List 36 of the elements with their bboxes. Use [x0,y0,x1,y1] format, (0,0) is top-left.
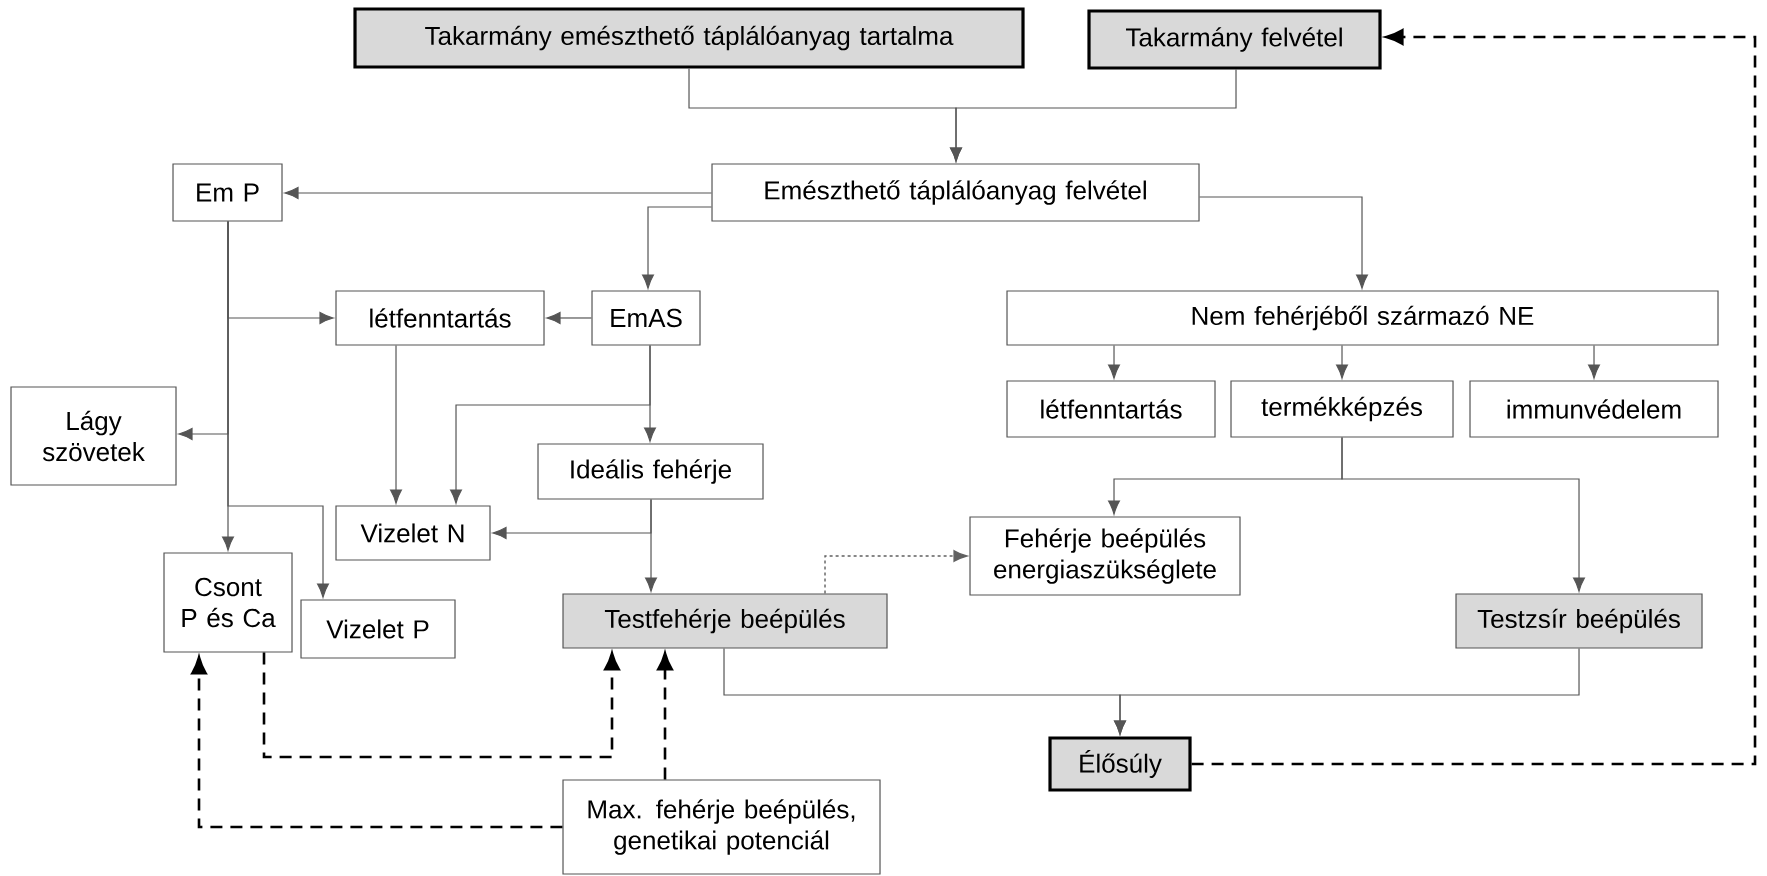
process-box: Takarmány felvétel [1087,9,1382,70]
process-box: Vizelet N [335,505,491,561]
arrow [1108,345,1120,379]
arrow [1199,196,1368,289]
process-box: Em P [172,163,283,222]
arrow [1191,29,1757,766]
arrow [1588,345,1600,379]
process-box: Élősúly [1048,736,1192,792]
process-box: Vizelet P [300,599,456,659]
arrow [1336,345,1348,379]
process-box: Fehérje beépülés energiaszükséglete [969,516,1241,596]
process-box: létfenntartás [1006,380,1216,438]
process-box: EmAS [591,290,701,346]
arrow [284,187,712,199]
process-box: immunvédelem [1469,380,1719,438]
process-box: Testzsír beépülés [1455,593,1703,649]
arrow [546,311,592,324]
process-box: Emészthető táplálóanyag felvétel [711,163,1200,222]
process-box: Max. fehérje beépülés, genetikai potenciál [562,779,881,875]
arrow [824,550,968,595]
process-box: Ideális fehérje [537,443,764,500]
process-box: Takarmány emészthető táplálóanyag tartalma [353,7,1025,69]
arrow [227,221,330,598]
arrow [645,499,657,592]
arrow [1114,648,1580,735]
arrow [950,69,1237,162]
process-box: Nem fehérjéből származó NE [1006,290,1719,346]
process-box: Lágy szövetek [10,386,177,486]
process-box: létfenntartás [335,290,545,346]
arrow [642,206,712,289]
process-box: Testfehérje beépülés [562,593,888,649]
arrow [390,345,403,504]
arrow [450,345,651,504]
process-box: Csont P és Ca [163,552,293,653]
arrow [1341,437,1586,592]
process-box: termékképzés [1230,380,1454,438]
